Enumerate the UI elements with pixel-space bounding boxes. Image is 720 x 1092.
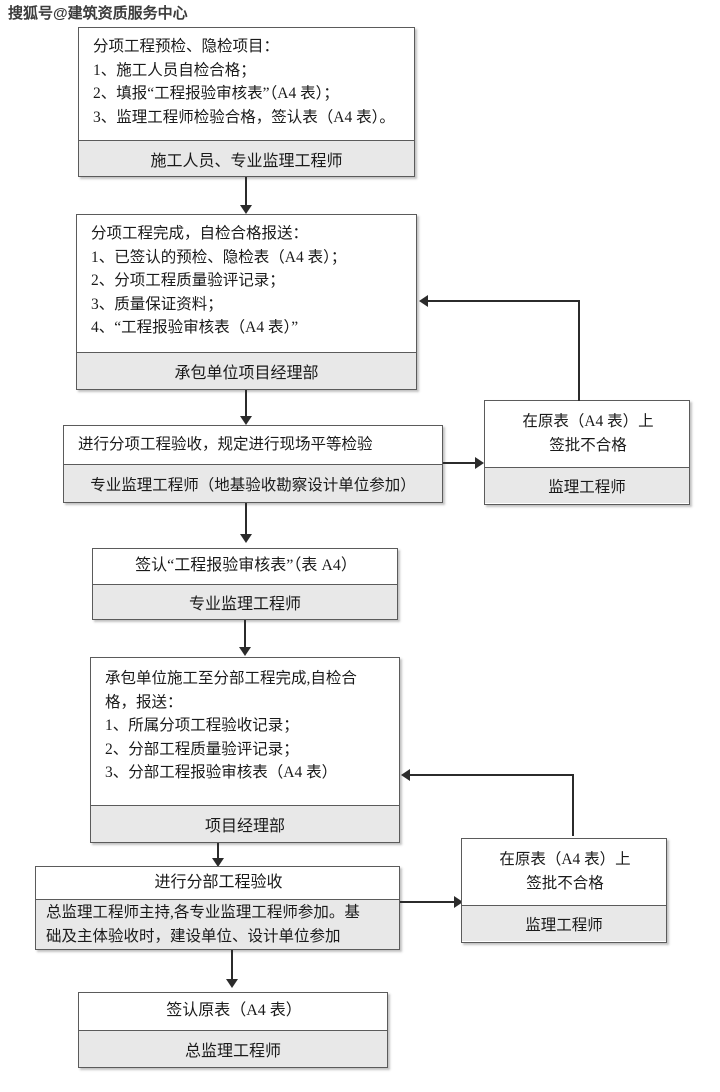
connector-n2-n3 <box>245 390 247 419</box>
reject-box-1: 在原表（A4 表）上 签批不合格 监理工程师 <box>484 400 690 505</box>
connector-n5-n6 <box>217 843 219 865</box>
node-box-2: 分项工程完成，自检合格报送： 1、已签认的预检、隐检表（A4 表）； 2、分项工… <box>76 214 417 390</box>
reject-2-line-1: 在原表（A4 表）上 <box>499 851 631 868</box>
connector-n3-n4 <box>245 503 247 537</box>
reject-2-role: 监理工程师 <box>462 905 666 941</box>
node-3-body: 进行分项工程验收，规定进行现场平等检验 <box>64 426 442 464</box>
node-2-line-2: 1、已签认的预检、隐检表（A4 表）； <box>91 248 347 266</box>
connector-n4-n5 <box>244 620 246 651</box>
reject-2-line-2: 签批不合格 <box>526 874 604 892</box>
node-1-line-2: 1、施工人员自检合格； <box>93 61 256 79</box>
connector-n6-n7-arrowhead <box>226 979 238 988</box>
node-box-6: 进行分部工程验收 总监理工程师主持,各专业监理工程师参加。基 础及主体验收时，建… <box>35 866 400 950</box>
connector-n3-r1 <box>443 462 478 464</box>
connector-n1-n2 <box>245 177 247 209</box>
node-5-line-1: 承包单位施工至分部工程完成,自检合 <box>105 670 357 687</box>
node-6-role-line-2: 础及主体验收时，建设单位、设计单位参加 <box>46 927 341 945</box>
node-5-line-5: 3、分部工程报验审核表（A4 表） <box>105 764 338 782</box>
connector-n4-n5-arrowhead <box>239 647 251 656</box>
feedback-2-horizontal <box>410 774 574 776</box>
connector-n2-n3-arrowhead <box>240 416 252 425</box>
node-6-role-line-1: 总监理工程师主持,各专业监理工程师参加。基 <box>46 903 360 921</box>
reject-1-body: 在原表（A4 表）上 签批不合格 <box>485 401 689 467</box>
feedback-1-vertical <box>578 300 580 401</box>
connector-n3-r1-arrowhead <box>475 457 484 469</box>
node-6-role: 总监理工程师主持,各专业监理工程师参加。基 础及主体验收时，建设单位、设计单位参… <box>36 899 399 949</box>
node-2-role: 承包单位项目经理部 <box>77 352 416 389</box>
node-box-5: 承包单位施工至分部工程完成,自检合 格，报送： 1、所属分项工程验收记录； 2、… <box>90 657 400 843</box>
reject-1-line-2: 签批不合格 <box>549 436 627 454</box>
node-1-line-1: 分项工程预检、隐检项目： <box>93 38 280 55</box>
node-box-3: 进行分项工程验收，规定进行现场平等检验 专业监理工程师（地基验收勘察设计单位参加… <box>63 425 443 503</box>
node-box-7: 签认原表（A4 表） 总监理工程师 <box>78 992 388 1068</box>
node-7-body: 签认原表（A4 表） <box>79 993 387 1030</box>
node-5-line-2: 格，报送： <box>105 693 183 711</box>
node-1-line-3: 2、填报“工程报验审核表”（A4 表）； <box>93 85 339 103</box>
node-2-body: 分项工程完成，自检合格报送： 1、已签认的预检、隐检表（A4 表）； 2、分项工… <box>77 215 416 352</box>
node-5-role: 项目经理部 <box>91 805 399 842</box>
node-2-line-4: 3、质量保证资料； <box>91 295 223 313</box>
node-3-line-1: 进行分项工程验收，规定进行现场平等检验 <box>78 436 373 454</box>
node-5-line-3: 1、所属分项工程验收记录； <box>105 717 299 735</box>
node-4-body: 签认“工程报验审核表”（表 A4） <box>93 549 397 584</box>
node-1-role: 施工人员、专业监理工程师 <box>79 140 414 176</box>
feedback-1-horizontal <box>428 300 580 302</box>
node-1-body: 分项工程预检、隐检项目： 1、施工人员自检合格； 2、填报“工程报验审核表”（A… <box>79 28 414 140</box>
connector-n6-r2-arrowhead <box>454 896 463 908</box>
node-3-role: 专业监理工程师（地基验收勘察设计单位参加） <box>64 464 442 502</box>
node-7-line-1: 签认原表（A4 表） <box>166 1002 302 1020</box>
feedback-2-vertical <box>572 774 574 836</box>
node-box-4: 签认“工程报验审核表”（表 A4） 专业监理工程师 <box>92 548 398 620</box>
feedback-2-arrowhead <box>401 769 410 781</box>
connector-n5-n6-arrowhead <box>212 858 224 867</box>
reject-1-line-1: 在原表（A4 表）上 <box>522 413 654 430</box>
node-2-line-3: 2、分项工程质量验评记录； <box>91 272 285 290</box>
connector-n3-n4-arrowhead <box>240 534 252 543</box>
node-box-1: 分项工程预检、隐检项目： 1、施工人员自检合格； 2、填报“工程报验审核表”（A… <box>78 27 415 177</box>
connector-n6-n7 <box>231 950 233 982</box>
node-1-line-4: 3、监理工程师检验合格，签认表（A4 表）。 <box>93 108 395 126</box>
node-6-body: 进行分部工程验收 <box>36 867 399 899</box>
node-2-line-5: 4、“工程报验审核表（A4 表）” <box>91 319 299 337</box>
node-2-line-1: 分项工程完成，自检合格报送： <box>91 225 309 242</box>
reject-1-role: 监理工程师 <box>485 467 689 503</box>
connector-n6-r2 <box>400 901 457 903</box>
reject-box-2: 在原表（A4 表）上 签批不合格 监理工程师 <box>461 838 667 943</box>
watermark-label: 搜狐号@建筑资质服务中心 <box>8 5 188 22</box>
connector-n1-n2-arrowhead <box>240 205 252 214</box>
node-4-role: 专业监理工程师 <box>93 584 397 619</box>
reject-2-body: 在原表（A4 表）上 签批不合格 <box>462 839 666 905</box>
node-4-line-1: 签认“工程报验审核表”（表 A4） <box>135 557 357 575</box>
feedback-1-arrowhead <box>419 295 428 307</box>
node-5-line-4: 2、分部工程质量验评记录； <box>105 740 299 758</box>
node-5-body: 承包单位施工至分部工程完成,自检合 格，报送： 1、所属分项工程验收记录； 2、… <box>91 658 399 805</box>
node-7-role: 总监理工程师 <box>79 1030 387 1067</box>
node-6-line-1: 进行分部工程验收 <box>154 873 283 891</box>
